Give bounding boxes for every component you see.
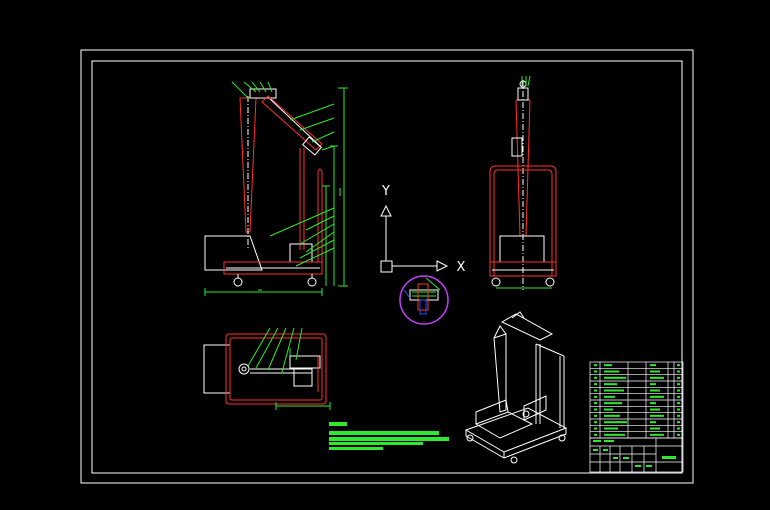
parts-table-cell-mark xyxy=(677,395,680,398)
parts-table-cell-mark xyxy=(594,402,597,405)
parts-table-cell-mark xyxy=(677,421,680,424)
parts-table-cell-mark xyxy=(650,370,660,373)
parts-table xyxy=(589,361,684,439)
parts-table-cell-mark xyxy=(650,433,664,436)
parts-table-cell-mark xyxy=(650,421,656,424)
parts-table-cell-mark xyxy=(677,364,680,367)
technical-notes xyxy=(329,422,449,450)
ucs-x-label: X xyxy=(457,260,466,275)
parts-table-cell-mark xyxy=(650,395,664,398)
front-view-leaders xyxy=(204,81,348,296)
title-block xyxy=(589,361,684,473)
parts-table-cell-mark xyxy=(677,408,680,411)
parts-table-cell-mark xyxy=(604,376,626,379)
parts-table-cell-mark xyxy=(604,370,619,373)
drawing-border xyxy=(80,49,694,484)
parts-table-cell-mark xyxy=(594,408,597,411)
top-view-leaders xyxy=(247,327,331,410)
title-block-marks xyxy=(593,440,676,467)
parts-table-cell-mark xyxy=(650,376,664,379)
parts-table-cell-mark xyxy=(594,414,597,417)
parts-table-cell-mark xyxy=(594,421,597,424)
parts-table-cell-mark xyxy=(594,364,597,367)
parts-table-cell-mark xyxy=(594,370,597,373)
side-view xyxy=(489,80,557,290)
detail-view xyxy=(399,275,449,325)
parts-table-cell-mark xyxy=(604,433,625,436)
parts-table-cell-mark xyxy=(604,383,617,386)
top-view xyxy=(203,333,327,405)
parts-table-cell-mark xyxy=(650,408,660,411)
parts-table-cell-mark xyxy=(594,427,597,430)
ucs-icon xyxy=(380,204,449,273)
parts-table-cell-mark xyxy=(604,408,613,411)
title-block-lower xyxy=(589,437,684,473)
parts-table-cell-mark xyxy=(650,383,656,386)
ucs-x-arrow xyxy=(436,260,449,272)
isometric-view xyxy=(464,311,568,464)
parts-table-cell-mark xyxy=(677,389,680,392)
ucs-y-arrow xyxy=(380,204,392,217)
parts-table-cell-mark xyxy=(604,427,618,430)
parts-table-cell-mark xyxy=(604,389,624,392)
parts-table-cell-mark xyxy=(677,376,680,379)
parts-table-cell-mark xyxy=(594,433,597,436)
parts-table-cell-mark xyxy=(650,364,656,367)
parts-table-cell-mark xyxy=(594,376,597,379)
parts-table-cell-mark xyxy=(594,383,597,386)
parts-table-cell-mark xyxy=(677,414,680,417)
parts-table-cell-mark xyxy=(650,427,660,430)
parts-table-entries xyxy=(594,364,680,436)
parts-table-cell-mark xyxy=(594,389,597,392)
parts-table-cell-mark xyxy=(650,402,656,405)
parts-table-cell-mark xyxy=(677,402,680,405)
parts-table-cell-mark xyxy=(604,402,622,405)
parts-table-cell-mark xyxy=(604,414,620,417)
parts-table-cell-mark xyxy=(677,427,680,430)
parts-table-cell-mark xyxy=(604,395,615,398)
parts-table-cell-mark xyxy=(677,433,680,436)
parts-table-cell-mark xyxy=(677,370,680,373)
parts-table-cell-mark xyxy=(650,414,664,417)
parts-table-cell-mark xyxy=(677,383,680,386)
parts-table-cell-mark xyxy=(650,389,660,392)
parts-table-cell-mark xyxy=(604,421,627,424)
ucs-y-label: Y xyxy=(381,184,390,199)
parts-table-cell-mark xyxy=(594,395,597,398)
parts-table-cell-mark xyxy=(604,364,612,367)
front-view xyxy=(204,88,323,287)
side-view-leaders xyxy=(496,75,552,289)
